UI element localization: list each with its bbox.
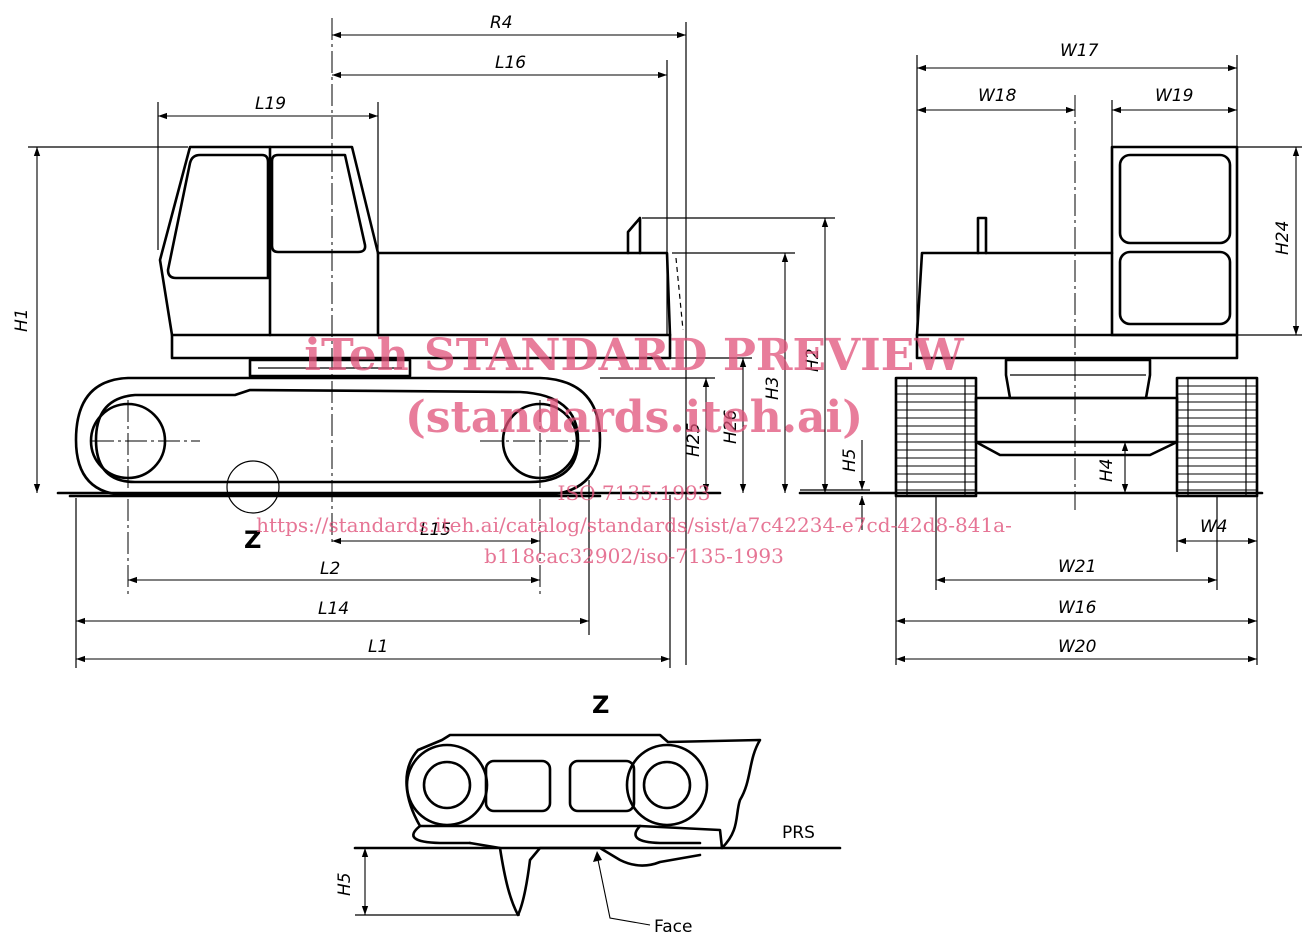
side-view: R4 L16 L19 H1 H2 H3 H26 H25 H5 L15 L2 L1…	[12, 13, 870, 668]
detail-z: Z H5 PRS Face	[335, 691, 842, 936]
label-z-side: Z	[244, 526, 261, 554]
label-w17: W17	[1060, 41, 1099, 61]
label-l14: L14	[318, 599, 349, 619]
watermark-site: (standards.iteh.ai)	[405, 392, 863, 443]
label-h1: H1	[12, 308, 32, 332]
label-h2: H2	[803, 348, 823, 372]
detail-z-title: Z	[592, 691, 609, 719]
label-l1: L1	[368, 637, 388, 657]
label-h24: H24	[1273, 221, 1293, 255]
label-h4: H4	[1097, 458, 1117, 482]
label-w21: W21	[1058, 557, 1096, 577]
label-h26: H26	[721, 409, 741, 444]
side-dimensions	[28, 22, 870, 668]
label-h25: H25	[684, 423, 704, 457]
front-view: W17 W18 W19 H24 H4 W4 W21 W16 W20	[798, 41, 1302, 665]
label-w18: W18	[978, 86, 1017, 106]
label-face: Face	[654, 917, 692, 936]
label-h5-detail: H5	[335, 872, 355, 896]
label-h3: H3	[763, 376, 783, 400]
label-l16: L16	[495, 53, 526, 73]
label-r4: R4	[490, 13, 513, 33]
side-track	[74, 376, 602, 595]
watermark-url-2: b118cac32902/iso-7135-1993	[484, 544, 784, 568]
label-w20: W20	[1058, 637, 1096, 657]
label-l15: L15	[420, 520, 451, 540]
watermark: iTeh STANDARD PREVIEW (standards.iteh.ai…	[256, 330, 1012, 568]
watermark-iso: ISO 7135:1993	[558, 481, 711, 505]
front-dimensions	[895, 55, 1302, 665]
label-w16: W16	[1058, 598, 1097, 618]
watermark-title: iTeh STANDARD PREVIEW	[304, 330, 964, 381]
label-w4: W4	[1200, 517, 1228, 537]
label-l2: L2	[320, 559, 340, 579]
label-l19: L19	[255, 94, 286, 114]
front-left-track	[894, 376, 978, 498]
front-right-track	[1175, 376, 1259, 498]
watermark-url-1: https://standards.iteh.ai/catalog/standa…	[256, 513, 1012, 537]
label-h5-side: H5	[840, 448, 860, 472]
upper-structure	[158, 145, 684, 360]
label-prs: PRS	[782, 823, 815, 843]
label-w19: W19	[1155, 86, 1193, 106]
